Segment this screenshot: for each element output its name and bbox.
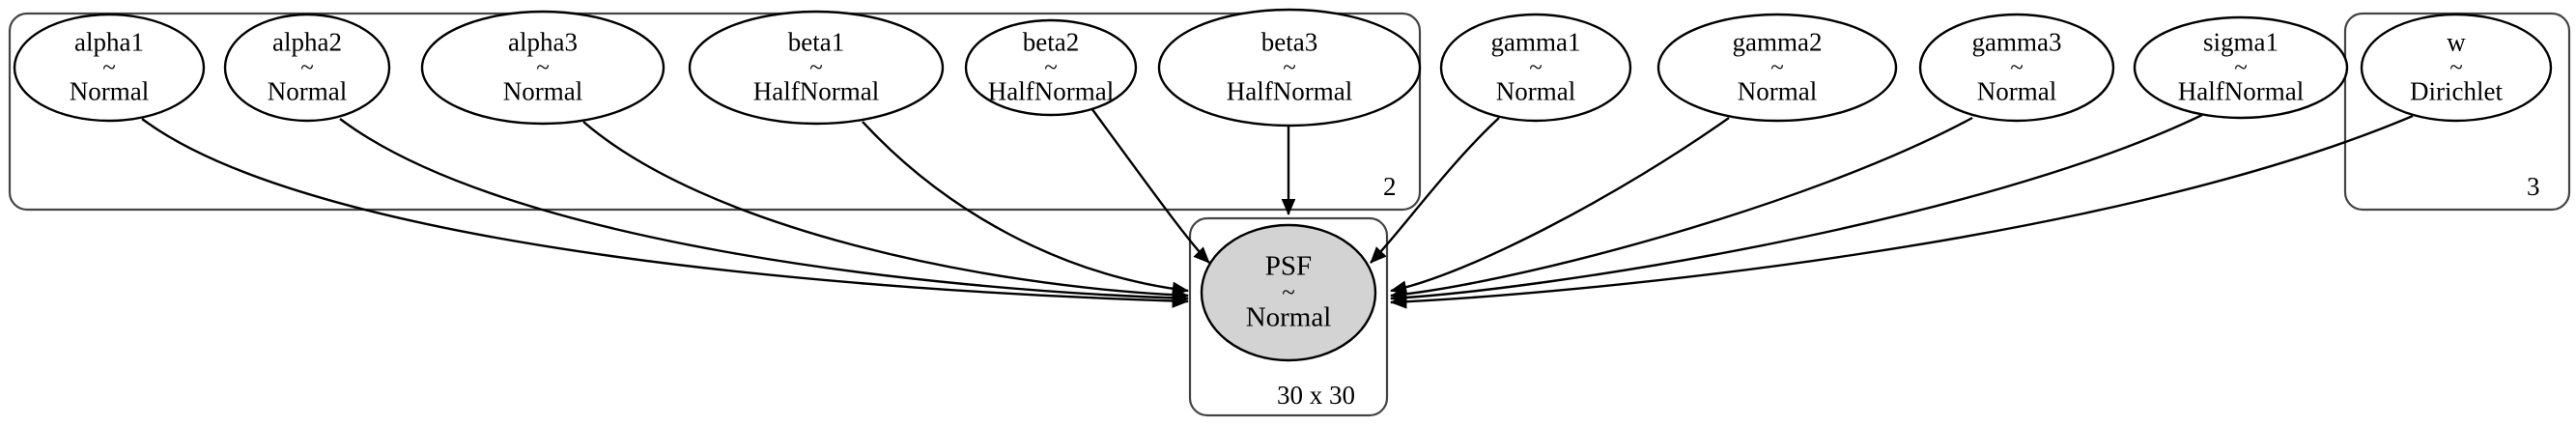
node-ellipse-alpha3[interactable] (420, 10, 665, 126)
edge-gamma1-to-PSF (1370, 117, 1500, 264)
edge-beta1-to-PSF (862, 121, 1190, 297)
node-ellipse-alpha2[interactable] (223, 13, 391, 123)
node-ellipse-beta2[interactable] (964, 18, 1138, 117)
edge-w-to-PSF (1389, 114, 2414, 309)
node-ellipse-beta1[interactable] (688, 10, 945, 126)
node-ellipse-gamma1[interactable] (1439, 13, 1632, 123)
edge-alpha2-to-PSF (339, 118, 1190, 305)
node-ellipse-alpha1[interactable] (13, 13, 206, 123)
edge-sigma1-to-PSF (1389, 113, 2203, 305)
node-ellipse-gamma3[interactable] (1918, 13, 2115, 123)
edge-gamma3-to-PSF (1389, 116, 1973, 301)
node-ellipse-beta3[interactable] (1157, 8, 1422, 128)
node-ellipse-sigma1[interactable] (2133, 15, 2349, 120)
edge-alpha3-to-PSF (582, 121, 1190, 302)
edge-gamma2-to-PSF (1389, 117, 1730, 296)
node-ellipse-gamma2[interactable] (1656, 13, 1898, 123)
node-ellipse-PSF[interactable] (1200, 223, 1377, 362)
edge-alpha1-to-PSF (141, 118, 1190, 308)
node-ellipse-w[interactable] (2360, 13, 2553, 123)
nodes-layer (13, 8, 2553, 362)
edges-layer (141, 107, 2414, 309)
edge-beta2-to-PSF (1090, 107, 1210, 264)
plate-plate-psf (1188, 216, 1389, 417)
plate-plate-alpha-beta (8, 12, 1422, 212)
